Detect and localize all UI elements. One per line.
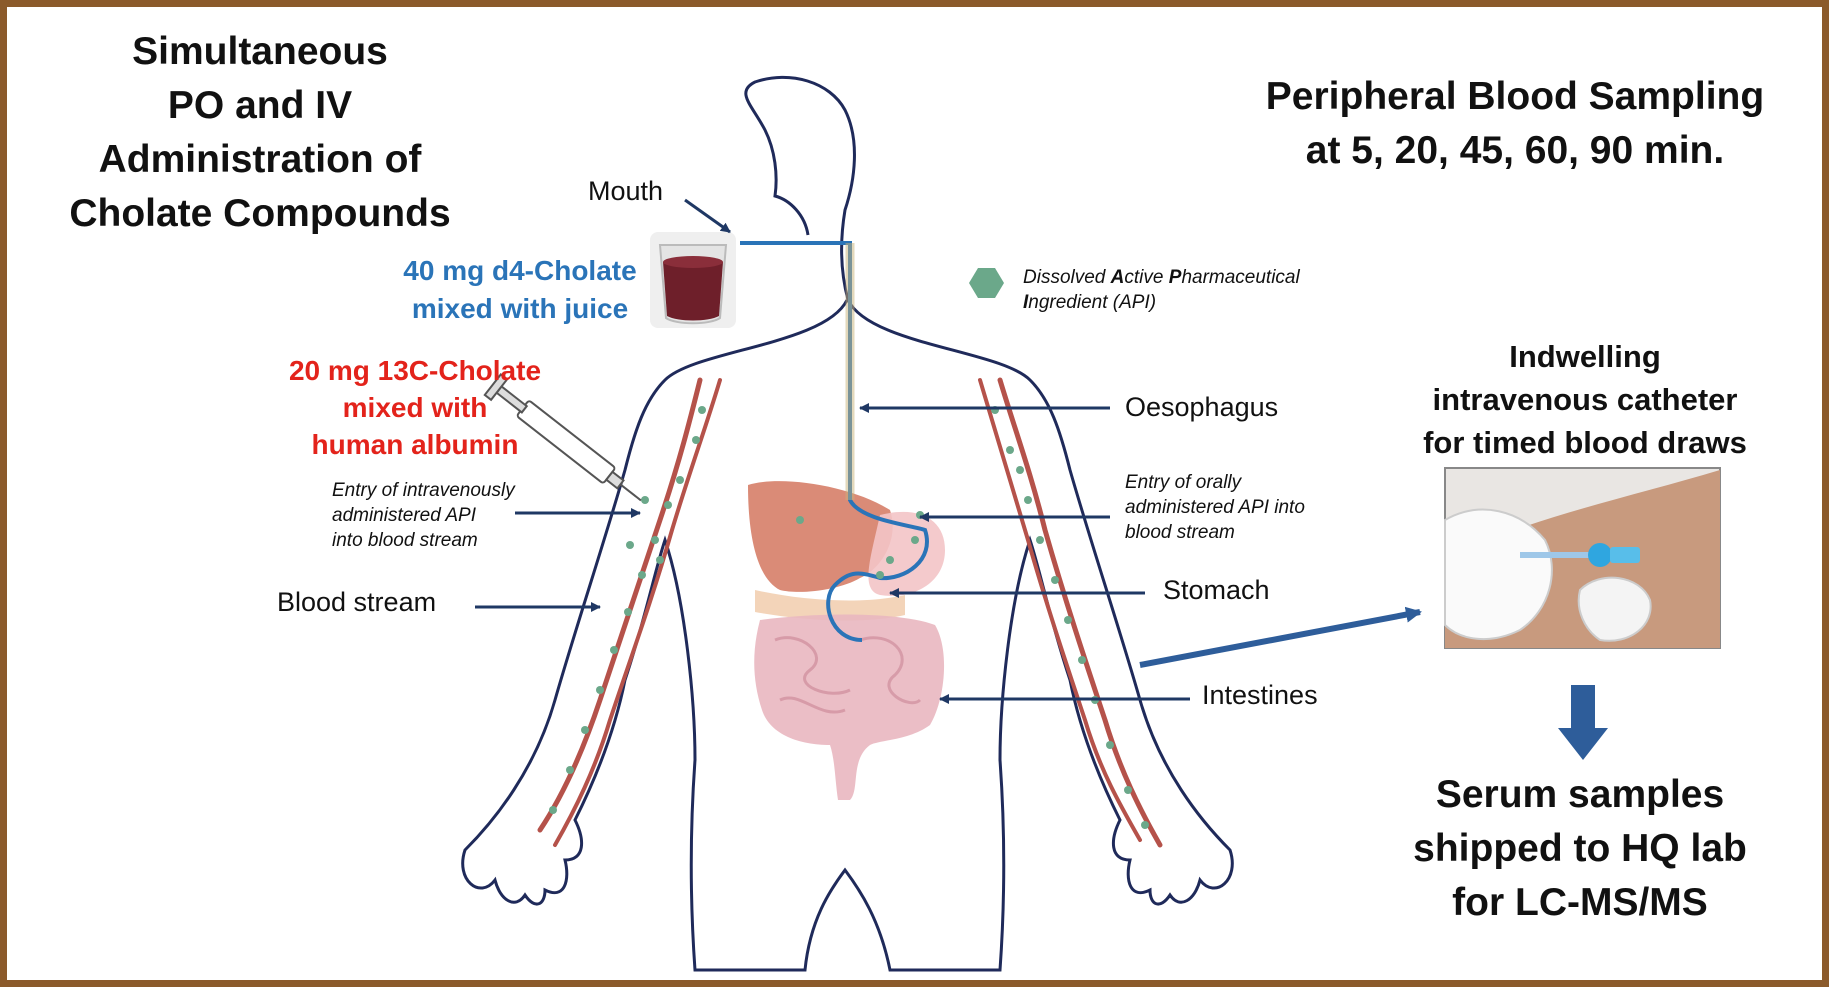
legend-part: ctive	[1124, 267, 1168, 288]
serum-title-line: Serum samples	[1340, 768, 1820, 822]
label-stomach: Stomach	[1163, 575, 1270, 606]
sampling-title-line: at 5, 20, 45, 60, 90 min.	[1230, 124, 1800, 178]
catheter-title-line: for timed blood draws	[1370, 421, 1800, 464]
main-title: Simultaneous PO and IV Administration of…	[20, 25, 500, 241]
iv-dose-label: 20 mg 13C-Cholate mixed with human album…	[255, 352, 575, 463]
serum-title-line: for LC-MS/MS	[1340, 876, 1820, 930]
legend-part: P	[1169, 267, 1182, 288]
oral-entry-line: blood stream	[1125, 520, 1305, 545]
label-mouth: Mouth	[588, 176, 663, 207]
main-title-line: Simultaneous	[20, 25, 500, 79]
oral-dose-line: mixed with juice	[370, 290, 670, 328]
serum-title-line: shipped to HQ lab	[1340, 822, 1820, 876]
iv-dose-line: 20 mg 13C-Cholate	[255, 352, 575, 389]
iv-entry-note: Entry of intravenously administered API …	[332, 478, 515, 553]
label-intestines: Intestines	[1202, 680, 1318, 711]
arrow-mouth	[685, 200, 730, 232]
oral-entry-line: Entry of orally	[1125, 470, 1305, 495]
legend-part: ngredient (API)	[1028, 292, 1156, 313]
iv-entry-line: Entry of intravenously	[332, 478, 515, 503]
arrow-to-catheter	[1140, 612, 1420, 665]
legend-part: Dissolved	[1023, 267, 1111, 288]
catheter-title: Indwelling intravenous catheter for time…	[1370, 335, 1800, 464]
serum-title: Serum samples shipped to HQ lab for LC-M…	[1340, 768, 1820, 930]
down-arrow	[1558, 685, 1608, 760]
main-title-line: Cholate Compounds	[20, 187, 500, 241]
intestines-organ	[754, 615, 944, 800]
iv-dose-line: human albumin	[255, 426, 575, 463]
api-legend-hexagon	[969, 268, 1004, 298]
main-title-line: PO and IV	[20, 79, 500, 133]
label-blood-stream: Blood stream	[277, 587, 436, 618]
catheter-title-line: intravenous catheter	[1370, 378, 1800, 421]
sampling-title-line: Peripheral Blood Sampling	[1230, 70, 1800, 124]
oral-entry-note: Entry of orally administered API into bl…	[1125, 470, 1305, 545]
api-legend-line-1: Dissolved Active Pharmaceutical	[1023, 265, 1300, 290]
iv-dose-line: mixed with	[255, 389, 575, 426]
legend-part: harmaceutical	[1181, 267, 1299, 288]
api-legend-text: Dissolved Active Pharmaceutical Ingredie…	[1023, 265, 1300, 315]
oral-entry-line: administered API into	[1125, 495, 1305, 520]
iv-entry-line: administered API	[332, 503, 515, 528]
sampling-title: Peripheral Blood Sampling at 5, 20, 45, …	[1230, 70, 1800, 178]
iv-entry-line: into blood stream	[332, 528, 515, 553]
oral-dose-label: 40 mg d4-Cholate mixed with juice	[370, 252, 670, 328]
catheter-photo	[1445, 468, 1720, 648]
main-title-line: Administration of	[20, 133, 500, 187]
label-oesophagus: Oesophagus	[1125, 392, 1278, 423]
api-legend-line-2: Ingredient (API)	[1023, 290, 1300, 315]
legend-part: A	[1111, 267, 1125, 288]
catheter-title-line: Indwelling	[1370, 335, 1800, 378]
oral-dose-line: 40 mg d4-Cholate	[370, 252, 670, 290]
